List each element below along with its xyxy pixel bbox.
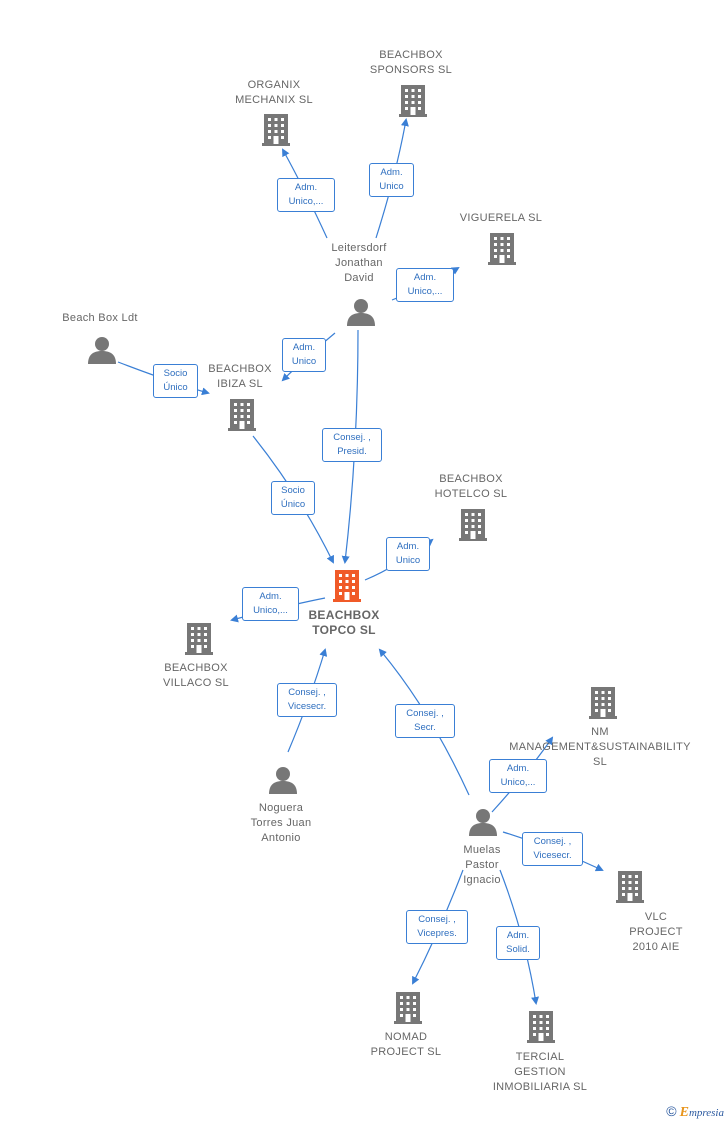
node-label-beachboxldt[interactable]: Beach Box Ldt [62,312,138,324]
edge-label-tercial[interactable]: Adm. Solid. [496,926,540,960]
node-label-sponsors[interactable]: BEACHBOX SPONSORS SL [369,49,453,76]
viguerela-building-icon[interactable] [488,233,516,265]
villaco-building-icon[interactable] [185,623,213,655]
brand-name: mpresia [688,1107,724,1119]
edge-label-muelas-topco[interactable]: Consej. , Secr. [395,704,455,738]
edge-label-hotelco[interactable]: Adm. Unico [386,537,430,571]
tercial-building-icon[interactable] [527,1011,555,1043]
edge-label-presid[interactable]: Consej. , Presid. [322,428,382,462]
edge-label-ibiza-topco[interactable]: Socio Único [271,481,315,515]
nm-building-icon[interactable] [589,687,617,719]
brand-footer: © Empresia [666,1103,724,1121]
brand-initial: E [679,1105,689,1120]
ibiza-building-icon[interactable] [228,399,256,431]
edge-label-viguerela[interactable]: Adm. Unico,... [396,268,454,302]
node-label-ibiza[interactable]: BEACHBOX IBIZA SL [208,363,272,390]
edge-label-ibiza[interactable]: Adm. Unico [282,338,326,372]
node-label-topco[interactable]: BEACHBOX TOPCO SL [308,608,380,637]
node-label-noguera[interactable]: Noguera Torres Juan Antonio [250,802,312,844]
node-label-organix[interactable]: ORGANIX MECHANIX SL [235,79,313,106]
node-label-viguerela[interactable]: VIGUERELA SL [459,212,543,224]
node-label-villaco[interactable]: BEACHBOX VILLACO SL [163,662,229,689]
edge-label-nm[interactable]: Adm. Unico,... [489,759,547,793]
organix-building-icon[interactable] [262,114,290,146]
leitersdorf-person-icon[interactable] [347,299,375,326]
node-label-nm[interactable]: NM MANAGEMENT&SUSTAINABILITY SL [509,726,691,768]
muelas-person-icon[interactable] [469,809,497,836]
node-label-leitersdorf[interactable]: Leitersdorf Jonathan David [331,242,387,284]
edge-label-villaco[interactable]: Adm. Unico,... [242,587,299,621]
nomad-building-icon[interactable] [394,992,422,1024]
node-label-vlc[interactable]: VLC PROJECT 2010 AIE [629,911,683,953]
edge-label-vlc[interactable]: Consej. , Vicesecr. [522,832,583,866]
edge-label-sponsors[interactable]: Adm. Unico [369,163,414,197]
node-label-tercial[interactable]: TERCIAL GESTION INMOBILIARIA SL [492,1051,588,1093]
beachboxldt-person-icon[interactable] [88,337,116,364]
vlc-building-icon[interactable] [616,871,644,903]
edge-label-organix[interactable]: Adm. Unico,... [277,178,335,212]
edge-label-beachboxldt[interactable]: Socio Único [153,364,198,398]
hotelco-building-icon[interactable] [459,509,487,541]
sponsors-building-icon[interactable] [399,85,427,117]
copyright-icon: © [666,1103,677,1119]
edge-label-noguera[interactable]: Consej. , Vicesecr. [277,683,337,717]
node-icons [88,85,644,1043]
node-label-muelas[interactable]: Muelas Pastor Ignacio [463,844,501,886]
noguera-person-icon[interactable] [269,767,297,794]
node-label-hotelco[interactable]: BEACHBOX HOTELCO SL [434,473,508,500]
topco-building-icon[interactable] [333,570,361,602]
edge-label-nomad[interactable]: Consej. , Vicepres. [406,910,468,944]
node-label-nomad[interactable]: NOMAD PROJECT SL [370,1031,442,1058]
